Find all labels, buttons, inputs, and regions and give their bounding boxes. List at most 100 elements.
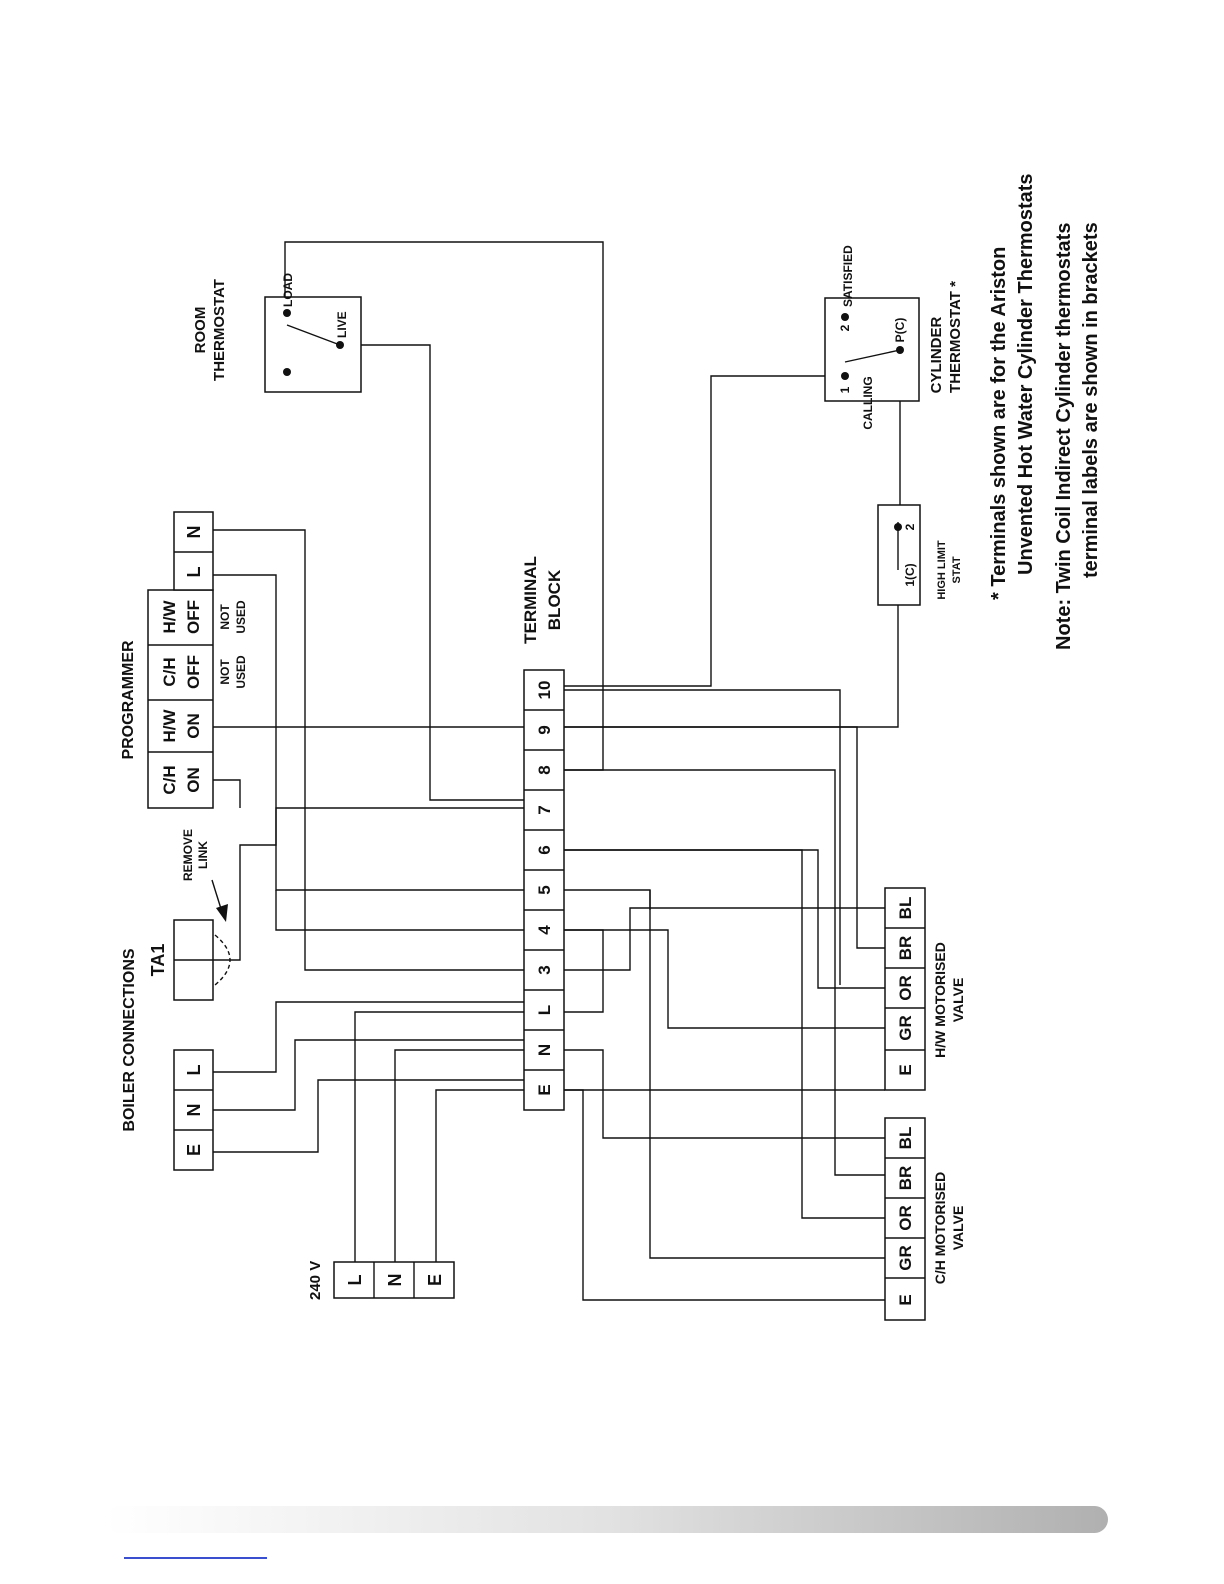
hw-valve-title-1: H/W MOTORISED	[932, 942, 948, 1058]
supply-box	[333, 1261, 455, 1299]
wiring-diagram: 240 V L N E BOILER CONNECTIONS E N L TA1…	[120, 173, 1102, 1321]
terminal-block-title-2: BLOCK	[545, 569, 564, 630]
tb-terminal-4: 4	[535, 925, 554, 935]
not-used-1b: USED	[234, 655, 248, 689]
high-limit-title-1: HIGH LIMIT	[936, 540, 948, 600]
wire-supply-e	[435, 1089, 524, 1262]
note-line-4: terminal labels are shown in brackets	[1080, 222, 1102, 578]
programmer-title: PROGRAMMER	[120, 640, 137, 760]
supply-title: 240 V	[307, 1261, 324, 1300]
wire-tb-10-or	[564, 689, 841, 985]
wire-tb-6-or	[564, 849, 885, 1219]
terminal-block-title-1: TERMINAL	[521, 556, 540, 644]
prog-ch-off-2: OFF	[184, 655, 203, 689]
programmer: PROGRAMMER C/H ON H/W ON C/H OFF H/W OFF…	[120, 511, 248, 809]
boiler-box	[173, 1049, 214, 1171]
note-line-3: Note: Twin Coil Indirect Cylinder thermo…	[1053, 223, 1075, 650]
room-thermostat-title-1: ROOM	[192, 307, 209, 354]
tb-terminal-10: 10	[535, 681, 554, 700]
note-line-2: Unvented Hot Water Cylinder Thermostats	[1015, 173, 1037, 575]
boiler-terminal-l: L	[184, 1065, 204, 1076]
tb-terminal-5: 5	[535, 885, 554, 894]
wire-tb-l	[564, 929, 604, 1013]
not-used-1a: NOT	[218, 659, 232, 685]
wiring	[213, 241, 901, 1301]
high-limit-terminal-2-dot	[894, 523, 902, 531]
tb-terminal-8: 8	[535, 765, 554, 774]
room-thermostat-box	[264, 296, 362, 393]
prog-hw-off-1: H/W	[160, 600, 179, 634]
wire-boiler-e	[213, 1079, 524, 1153]
wire-tb-9-bl	[564, 726, 885, 949]
wire-prog-l	[213, 574, 524, 891]
prog-n: N	[184, 526, 204, 539]
hw-valve-bl: BL	[896, 897, 915, 920]
hw-valve-e: E	[896, 1064, 915, 1075]
boiler-terminal-e: E	[184, 1144, 204, 1156]
hw-valve-br: BR	[896, 936, 915, 961]
ch-valve-or: OR	[896, 1205, 915, 1231]
ch-valve-box	[884, 1117, 926, 1321]
prog-hw-off-2: OFF	[184, 600, 203, 634]
hw-motorised-valve: E GR OR BR BL H/W MOTORISED VALVE	[884, 887, 966, 1091]
boiler-terminal-n: N	[184, 1104, 204, 1117]
wire-prog-ch-on	[213, 779, 241, 808]
ta1-link-dashed	[214, 934, 231, 986]
boiler-connections: BOILER CONNECTIONS E N L TA1 REMOVE LINK	[121, 829, 231, 1171]
high-limit-title-2: STAT	[951, 556, 963, 583]
notes: * Terminals shown are for the Ariston Un…	[988, 173, 1102, 650]
hw-valve-title-2: VALVE	[950, 978, 966, 1023]
ch-motorised-valve: E GR OR BR BL C/H MOTORISED VALVE	[884, 1117, 966, 1321]
programmer-box-main	[147, 589, 214, 809]
not-used-2a: NOT	[218, 604, 232, 630]
hw-valve-box	[884, 887, 926, 1091]
hw-valve-gr: GR	[896, 1015, 915, 1041]
prog-ch-on-1: C/H	[160, 765, 179, 794]
footer-link-line	[124, 1557, 267, 1559]
cyl-pc-label: P(C)	[893, 318, 907, 343]
hw-valve-or: OR	[896, 975, 915, 1001]
supply-terminal-n: N	[385, 1274, 405, 1287]
supply-terminal-e: E	[425, 1274, 445, 1286]
high-limit-box	[877, 504, 921, 606]
wire-ta1	[213, 807, 524, 961]
footer-bar	[105, 1506, 1108, 1533]
remove-link-arrowhead	[216, 904, 228, 922]
wire-tb-8-br	[564, 769, 885, 1176]
ch-valve-title-1: C/H MOTORISED	[932, 1172, 948, 1285]
wire-tb-4-hw	[564, 929, 885, 1029]
cyl-terminal-1-dot	[841, 372, 849, 380]
room-thermostat-live-label: LIVE	[335, 311, 349, 338]
wire-room-live	[340, 344, 524, 801]
wire-cyl-calling	[564, 375, 845, 687]
high-limit-stat: 1(C) 2 HIGH LIMIT STAT	[877, 504, 963, 606]
cyl-terminal-2-dot	[841, 313, 849, 321]
room-thermostat-load-label: LOAD	[281, 273, 295, 307]
programmer-box-ln	[173, 511, 214, 591]
wire-tb-3-gr	[564, 907, 885, 971]
terminal-block: TERMINAL BLOCK E N L 3 4 5 6 7 8 9 10	[521, 556, 565, 1111]
cyl-t1-label: 1	[838, 386, 852, 393]
ch-valve-gr: GR	[896, 1245, 915, 1271]
tb-terminal-l: L	[535, 1005, 554, 1015]
remove-link-label-1: REMOVE	[181, 829, 195, 881]
ch-valve-title-2: VALVE	[950, 1206, 966, 1251]
cylinder-thermostat: 1 2 SATISFIED P(C) CALLING CYLINDER THER…	[824, 245, 964, 430]
tb-terminal-7: 7	[535, 805, 554, 814]
tb-terminal-n: N	[535, 1044, 554, 1056]
cyl-t2-label: 2	[838, 324, 852, 331]
wire-tb-6-br	[564, 849, 885, 989]
wire-prog-l-3	[275, 890, 524, 931]
ch-valve-bl: BL	[896, 1127, 915, 1150]
prog-hw-on-1: H/W	[160, 709, 179, 743]
wire-supply-l	[354, 1011, 524, 1262]
room-thermostat-pole	[283, 368, 291, 376]
ch-valve-e: E	[896, 1294, 915, 1305]
wire-tb-e-ch	[564, 1089, 885, 1301]
room-thermostat-title-2: THERMOSTAT	[211, 279, 228, 381]
cyl-title-1: CYLINDER	[928, 316, 945, 393]
room-thermostat-load-dot	[283, 309, 291, 317]
tb-terminal-9: 9	[535, 725, 554, 734]
tb-terminal-3: 3	[535, 965, 554, 974]
prog-hw-on-2: ON	[184, 713, 203, 739]
